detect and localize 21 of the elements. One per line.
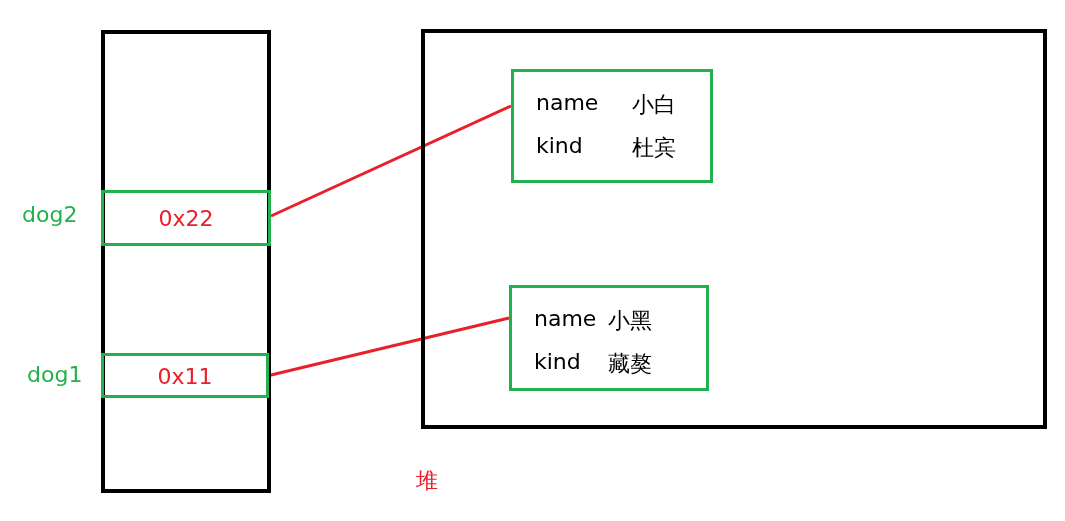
region-label: 堆 [416, 467, 438, 495]
variable-name: dog2 [22, 202, 78, 227]
field-name: name [536, 90, 599, 115]
address-box [101, 190, 271, 246]
field-name: name [534, 306, 597, 331]
object-box [511, 69, 713, 183]
object-box [509, 285, 709, 391]
address-value: 0x11 [156, 363, 214, 388]
field-name: kind [536, 133, 583, 158]
reference-line [268, 316, 510, 377]
reference-line [270, 104, 512, 218]
variable-name: dog1 [27, 362, 83, 387]
field-value: 小白 [632, 91, 676, 119]
address-box [101, 353, 269, 398]
frame-box [101, 30, 271, 493]
field-value: 杜宾 [632, 134, 676, 162]
address-value: 0x22 [157, 205, 215, 231]
field-name: kind [534, 349, 581, 374]
field-value: 小黑 [608, 307, 652, 335]
field-value: 藏獒 [608, 350, 652, 378]
frame-box [421, 29, 1047, 429]
